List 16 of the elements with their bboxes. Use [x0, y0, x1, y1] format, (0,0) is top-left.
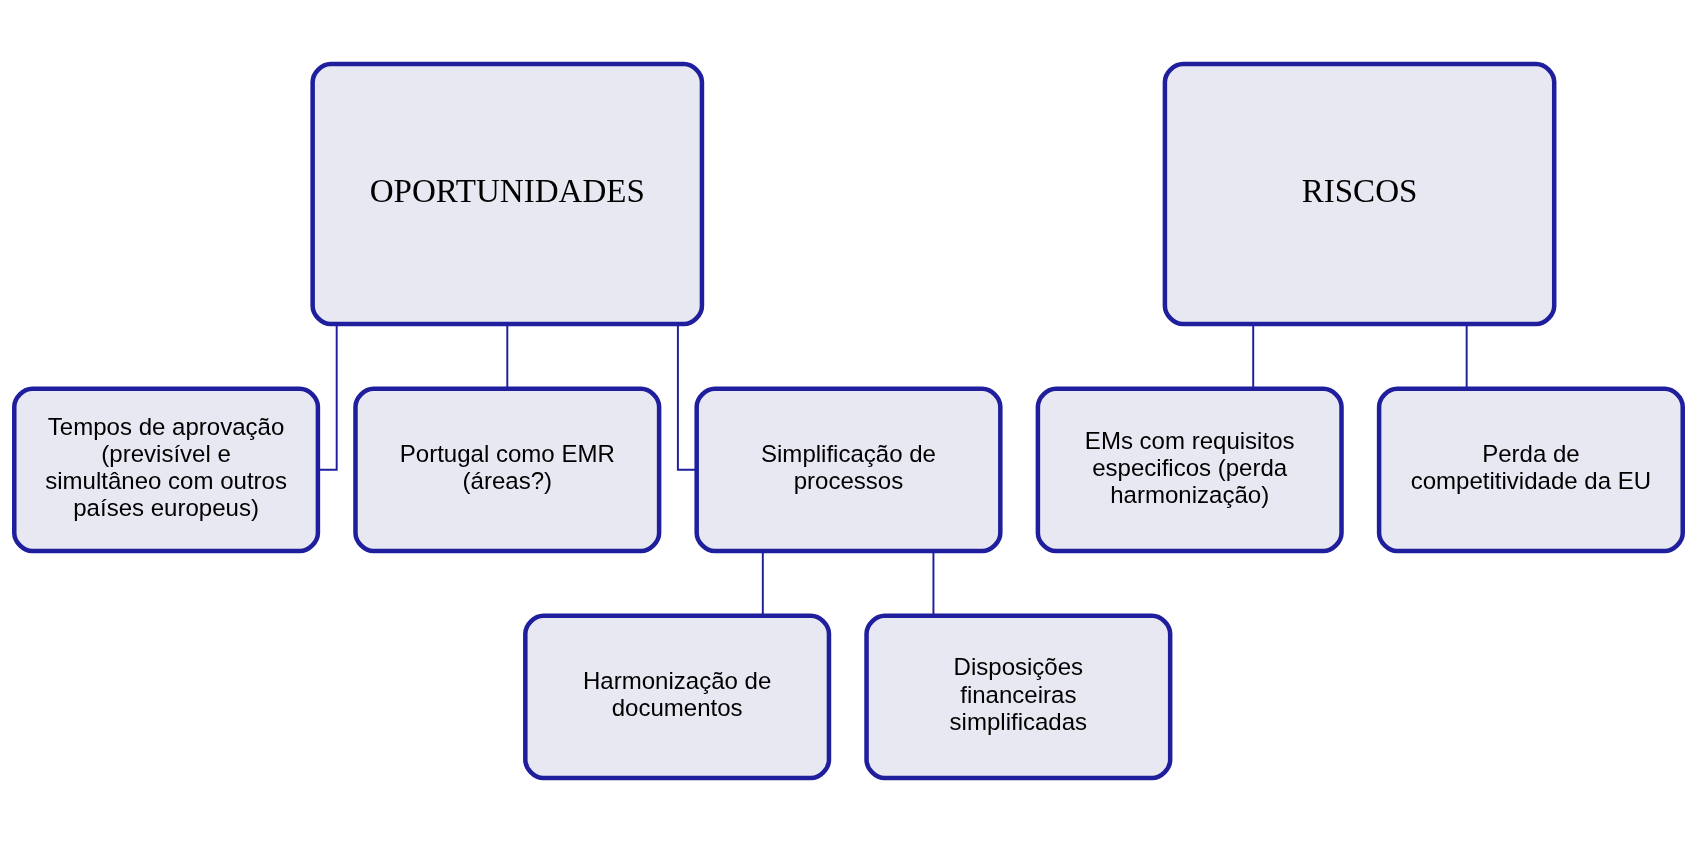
connector [932, 550, 935, 617]
connector [761, 550, 764, 617]
node-box: Perda de competitividade da EU [1376, 386, 1685, 554]
connector [317, 323, 338, 471]
connector [1465, 323, 1468, 390]
node-box: Disposições financeiras simplificadas [864, 613, 1173, 781]
node-box: EMs com requisitos especificos (perda harmonização) [1035, 386, 1344, 554]
node-box: Tempos de aprovação (previsível e simultâneo com outros países europeus) [12, 386, 321, 554]
node-box: Harmonização de documentos [523, 613, 832, 781]
node-box: Simplificação de processos [694, 386, 1003, 554]
connector [506, 323, 509, 390]
node-box: OPORTUNIDADES [310, 61, 705, 327]
connector [1252, 323, 1255, 390]
connector [676, 323, 698, 471]
node-box: Portugal como EMR (áreas?) [353, 386, 662, 554]
node-box: RISCOS [1162, 61, 1557, 327]
